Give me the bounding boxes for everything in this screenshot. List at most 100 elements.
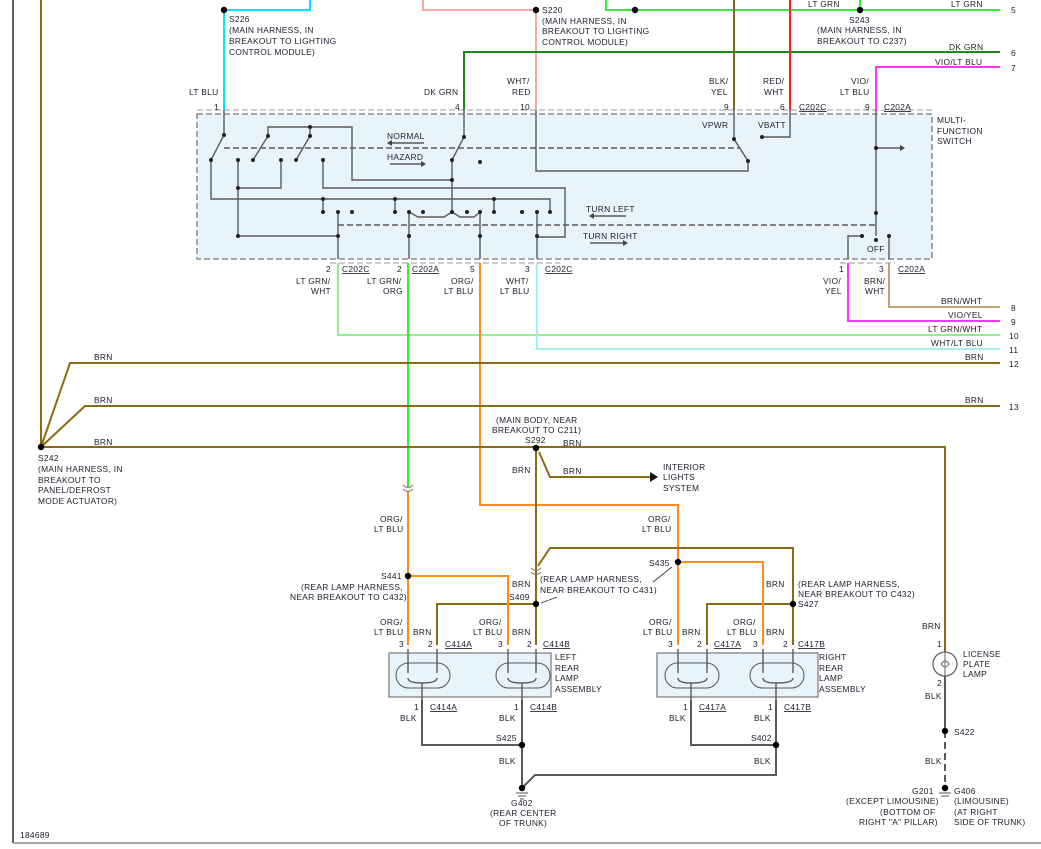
label: ORG/ [380, 514, 403, 524]
label: PANEL/DEFROST [38, 485, 111, 495]
wire-segment [537, 547, 794, 645]
g402-label: G402 [511, 798, 533, 808]
label: VIO/ [823, 276, 841, 286]
label: 10 [520, 102, 530, 112]
junction-dot [336, 210, 340, 214]
label: 2 [937, 678, 942, 688]
splice-s425 [518, 741, 526, 749]
label: BRN [94, 437, 113, 447]
wire-wht-lt-blu [536, 263, 1000, 350]
label: 2 [397, 264, 402, 274]
label: LT BLU [727, 627, 756, 637]
label: BRN [965, 352, 984, 362]
label: LIGHTS [663, 472, 695, 482]
wire-lt-grn [605, 0, 1000, 11]
label: YEL [825, 286, 842, 296]
label: LAMP [963, 669, 987, 679]
wire-segment [322, 160, 566, 238]
wire-segment [939, 792, 951, 797]
wire-lt-blu [223, 0, 311, 110]
junction-dot [492, 197, 496, 201]
label: C202C [545, 264, 573, 274]
brown-wires [37, 0, 1000, 652]
turn-left-label: TURN LEFT [586, 204, 635, 214]
wire-segment [940, 652, 950, 676]
s220-note: CONTROL MODULE) [542, 37, 628, 47]
s226-note: BREAKOUT TO LIGHTING [229, 36, 336, 46]
label: 5 [470, 264, 475, 274]
wire-segment [388, 652, 552, 698]
diagram-id: 184689 [20, 830, 50, 840]
right-lamp-label: RIGHT [819, 652, 847, 662]
wire-segment [495, 662, 551, 689]
splice-s435 [674, 558, 682, 566]
wire-segment [407, 649, 537, 700]
label: BRN [766, 627, 785, 637]
label: 2 [326, 264, 331, 274]
label: 13 [1009, 402, 1019, 412]
label: LT BLU [374, 627, 403, 637]
splice-s402 [772, 741, 780, 749]
junction-dot [236, 186, 240, 190]
label: BLK [925, 691, 942, 701]
label: C417A [699, 702, 726, 712]
label: LT BLU [374, 524, 403, 534]
label: (LIMOUSINE) [954, 796, 1009, 806]
junction-dot [874, 211, 878, 215]
left-lamp-label: LEFT [555, 652, 577, 662]
wire-segment [395, 662, 451, 689]
ground-bus-labels: BRN BRN BRN S242 (MAIN HARNESS, IN BREAK… [38, 352, 705, 506]
label: RED/ [763, 76, 785, 86]
wire-segment [238, 160, 282, 189]
label: 6 [780, 102, 785, 112]
label: DK GRN [424, 87, 458, 97]
license-plate-lamp-label: LICENSE [963, 649, 1001, 659]
junction-dot [336, 234, 340, 238]
label: MODE ACTUATOR) [38, 496, 117, 506]
junction-dot [209, 158, 213, 162]
label: (REAR CENTER [490, 808, 556, 818]
label: C414B [530, 702, 557, 712]
label: 3 [498, 639, 503, 649]
label: BRN/ [864, 276, 886, 286]
splice-s226 [220, 6, 228, 14]
splice-top [631, 6, 639, 14]
splice-s441 [404, 572, 412, 580]
wire-segment [41, 446, 946, 652]
wire-dk-grn [463, 51, 1000, 110]
junction-dot [321, 210, 325, 214]
wire-segment [677, 649, 794, 700]
label: 9 [724, 102, 729, 112]
label: C417A [714, 639, 741, 649]
wire-brn-wht [888, 263, 1000, 308]
wire-label: VIO/LT BLU [935, 57, 982, 67]
label: 3 [668, 639, 673, 649]
switch-name: FUNCTION [937, 126, 983, 136]
s226-label: S226 [229, 14, 250, 24]
wire-segment [749, 662, 805, 689]
label: NEAR BREAKOUT TO C432) [290, 592, 407, 602]
junction-dot [236, 234, 240, 238]
junction-dot [407, 210, 411, 214]
label: WHT [865, 286, 885, 296]
label: BREAKOUT TO C211) [492, 425, 581, 435]
s427-label: S427 [798, 599, 819, 609]
switch-output-wires [337, 263, 1000, 645]
label: BRN [563, 438, 582, 448]
hazard-label: HAZARD [387, 152, 423, 162]
label: ORG/ [451, 276, 474, 286]
wire-segment [224, 147, 876, 226]
label: C202C [342, 264, 370, 274]
rear-feed-wires [404, 558, 764, 645]
junction-dot [478, 160, 482, 164]
label: BLK [754, 756, 771, 766]
label: BLK [925, 756, 942, 766]
s242-label: S242 [38, 453, 59, 463]
s220-label: S220 [542, 5, 563, 15]
label: LT BLU [189, 87, 218, 97]
right-rear-lamp-assembly [656, 649, 819, 700]
wire-segment [656, 652, 819, 698]
splice-s243 [856, 6, 864, 14]
junction-dot [393, 210, 397, 214]
